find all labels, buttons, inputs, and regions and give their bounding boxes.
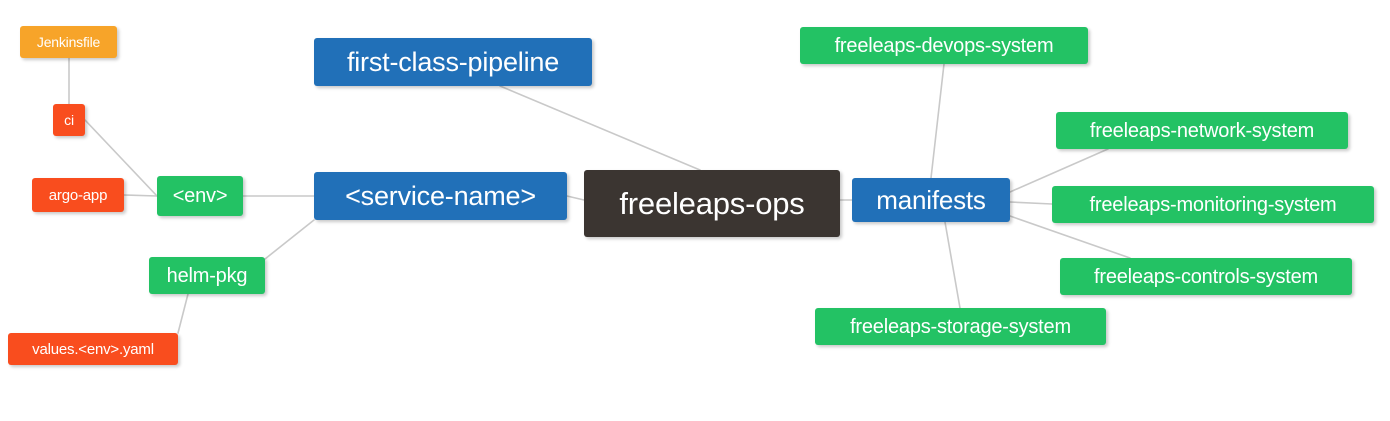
- node-freeleaps-ops[interactable]: freeleaps-ops: [584, 170, 840, 237]
- edge-service-name-to-helm-pkg: [264, 219, 315, 260]
- node-freeleaps-controls-system[interactable]: freeleaps-controls-system: [1060, 258, 1352, 295]
- node-helm-pkg[interactable]: helm-pkg: [149, 257, 265, 294]
- node-env[interactable]: <env>: [157, 176, 243, 216]
- edge-first-class-pipeline-to-freeleaps-ops: [499, 85, 701, 171]
- node-jenkinsfile[interactable]: Jenkinsfile: [20, 26, 117, 58]
- node-values-yaml[interactable]: values.<env>.yaml: [8, 333, 178, 365]
- node-freeleaps-storage-system[interactable]: freeleaps-storage-system: [815, 308, 1106, 345]
- edge-argo-app-to-env: [123, 194, 158, 197]
- node-freeleaps-devops-system[interactable]: freeleaps-devops-system: [800, 27, 1088, 64]
- edge-helm-pkg-to-values-yaml: [177, 293, 189, 334]
- node-argo-app[interactable]: argo-app: [32, 178, 124, 212]
- node-service-name[interactable]: <service-name>: [314, 172, 567, 220]
- node-ci[interactable]: ci: [53, 104, 85, 136]
- node-freeleaps-monitoring-system[interactable]: freeleaps-monitoring-system: [1052, 186, 1374, 223]
- edge-manifests-to-freeleaps-monitoring-system: [1009, 201, 1053, 205]
- edge-manifests-to-freeleaps-devops-system: [930, 63, 945, 179]
- edge-service-name-to-freeleaps-ops: [566, 195, 585, 201]
- node-freeleaps-network-system[interactable]: freeleaps-network-system: [1056, 112, 1348, 149]
- node-manifests[interactable]: manifests: [852, 178, 1010, 222]
- edge-manifests-to-freeleaps-storage-system: [944, 221, 961, 309]
- node-first-class-pipeline[interactable]: first-class-pipeline: [314, 38, 592, 86]
